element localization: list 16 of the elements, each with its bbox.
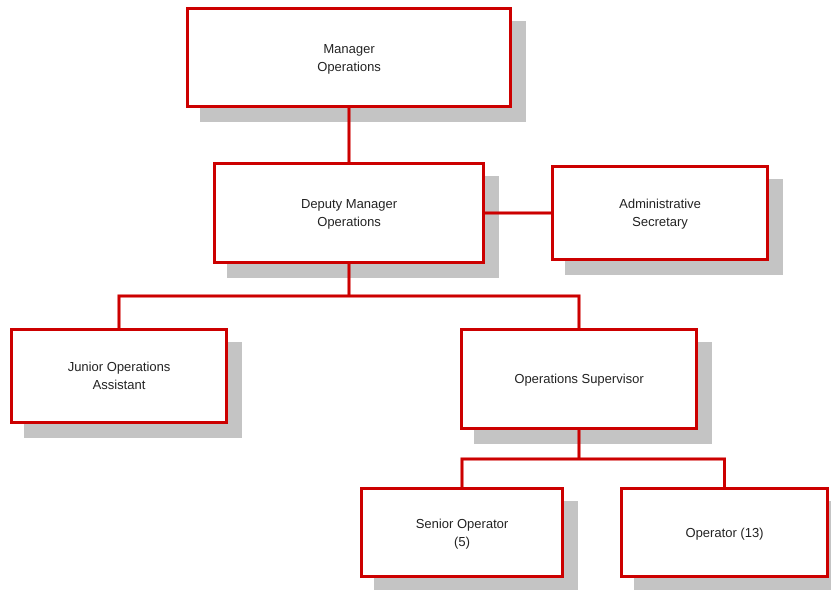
position-box [620, 487, 829, 578]
position-title: Junior Operations Assistant [66, 358, 172, 394]
position-box [213, 162, 485, 264]
position-box [186, 7, 512, 108]
position-box [10, 328, 228, 424]
connector-line [348, 108, 350, 162]
position-box [551, 165, 769, 261]
connector-line [485, 212, 551, 214]
position-title: Administrative Secretary [618, 195, 702, 231]
position-title: Manager Operations [316, 40, 382, 76]
position-box [460, 328, 698, 430]
position-title: Operator (13) [685, 524, 764, 542]
position-title: Deputy Manager Operations [300, 195, 398, 231]
position-box [360, 487, 564, 578]
position-title: Operations Supervisor [514, 370, 644, 388]
position-title: Senior Operator (5) [414, 514, 510, 550]
